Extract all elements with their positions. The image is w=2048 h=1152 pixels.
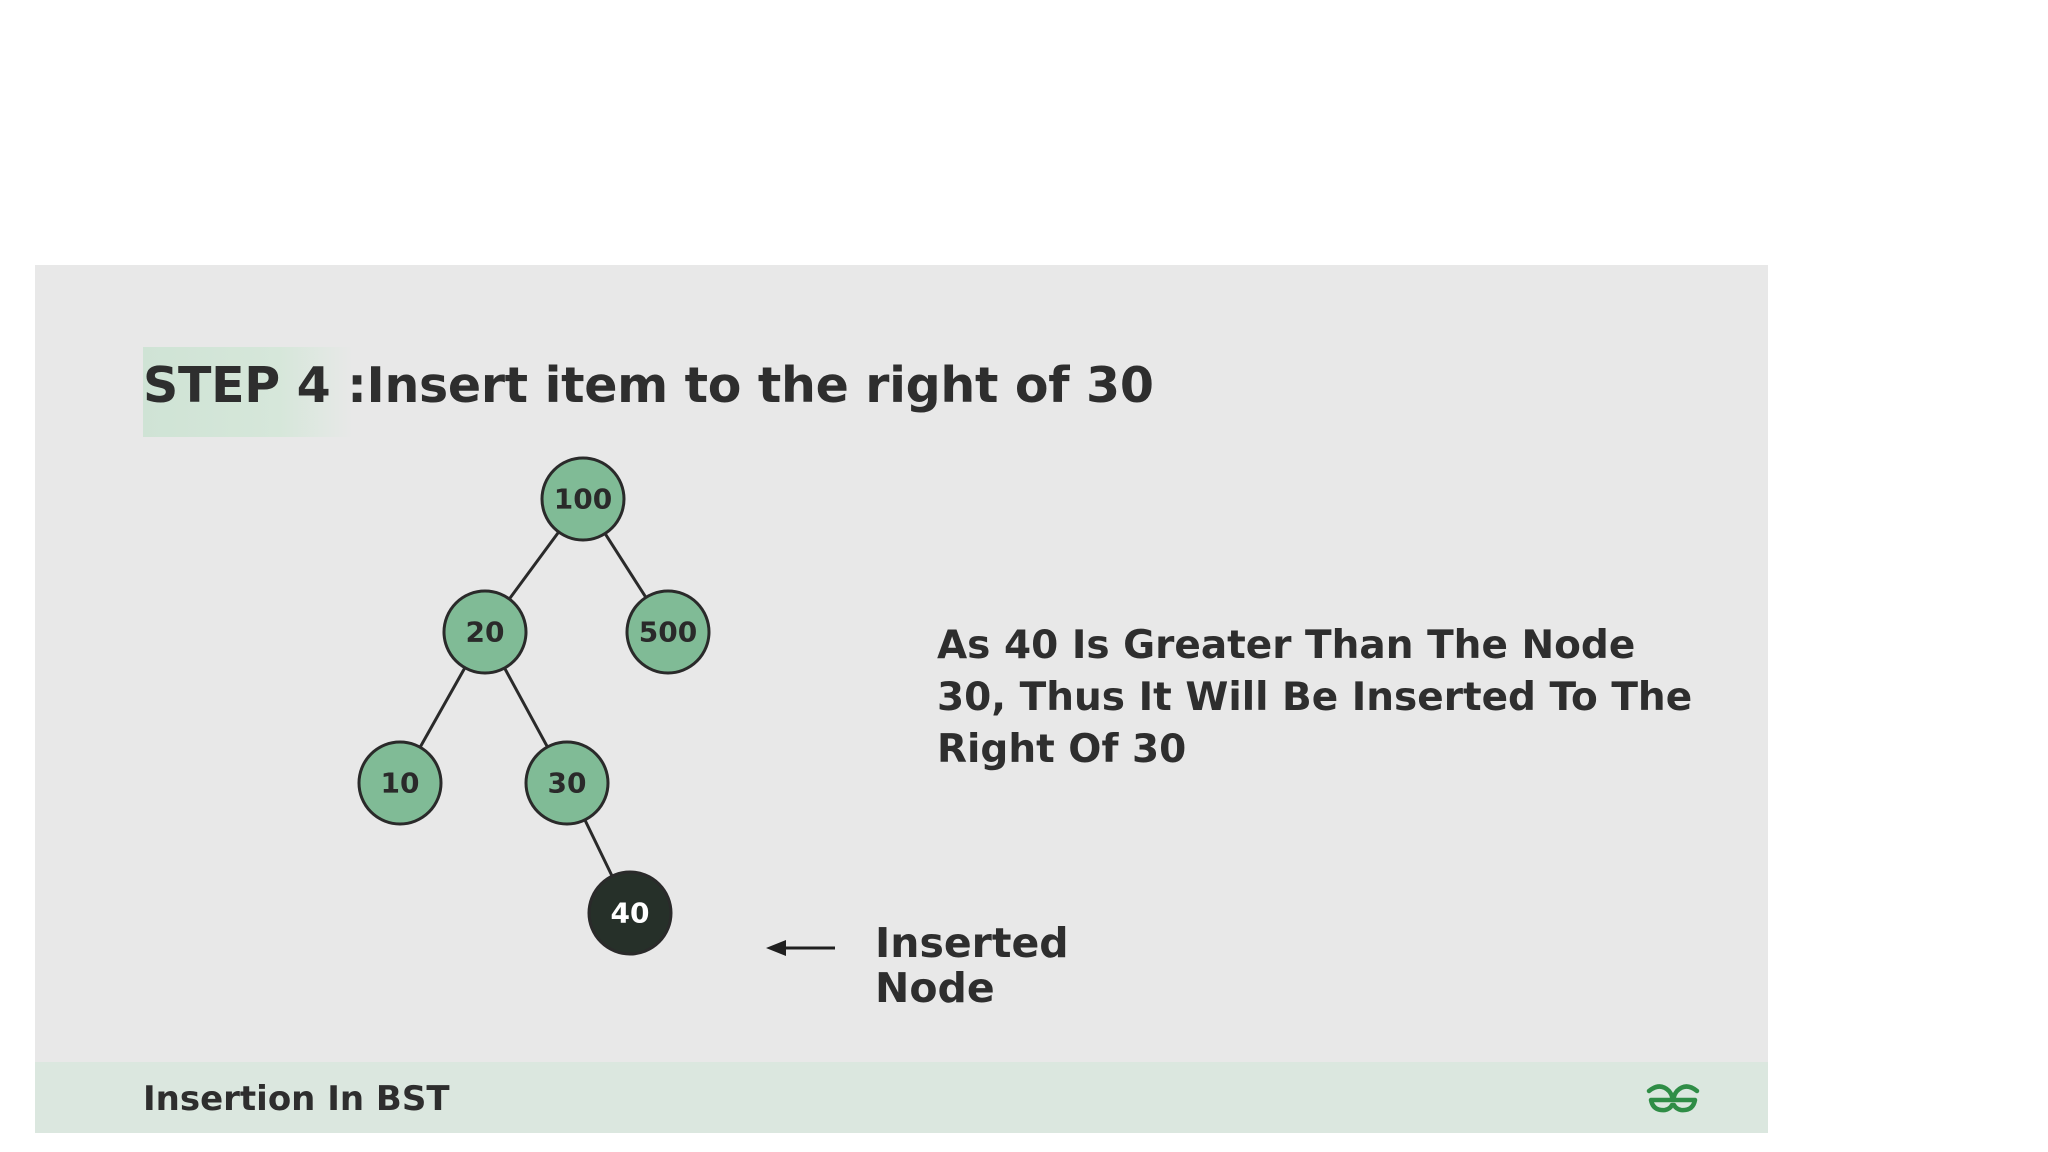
tree-node-circle — [357, 740, 443, 826]
tree-node-circle — [587, 870, 673, 956]
footer-bar: Insertion In BST — [35, 1062, 1768, 1133]
slide: STEP 4 :Insert item to the right of 30 1… — [35, 265, 1768, 1133]
tree-node-circle — [442, 589, 528, 675]
tree-nodes: 100 20 500 10 30 40 — [357, 456, 711, 956]
tree-edge — [418, 666, 467, 749]
tree-node-label: 30 — [548, 767, 587, 800]
footer-title: Insertion In BST — [143, 1079, 450, 1119]
tree-node-label: 40 — [611, 897, 650, 930]
insertion-explanation: As 40 Is Greater Than The Node 30, Thus … — [937, 623, 1693, 772]
tree-node-label: 500 — [639, 616, 697, 649]
tree-node: 500 — [625, 589, 711, 675]
inserted-node-label: Inserted Node — [875, 919, 1069, 1012]
tree-node: 10 — [357, 740, 443, 826]
tree-edges — [418, 531, 648, 877]
tree-node: 100 — [540, 456, 626, 542]
tree-edge — [508, 531, 560, 600]
tree-node: 30 — [524, 740, 610, 826]
inserted-tree-node: 40 — [587, 870, 673, 956]
tree-node-circle — [524, 740, 610, 826]
tree-node-label: 100 — [554, 483, 612, 516]
slide-title: STEP 4 :Insert item to the right of 30 — [143, 357, 1154, 414]
bst-diagram: 100 20 500 10 30 40 — [357, 456, 835, 956]
tree-node-label: 20 — [466, 616, 505, 649]
tree-edge — [503, 667, 549, 748]
title-highlight — [143, 347, 353, 437]
tree-edge — [603, 532, 648, 599]
tree-node-label: 10 — [381, 767, 420, 800]
tree-node-circle — [625, 589, 711, 675]
tree-node: 20 — [442, 589, 528, 675]
tree-edge — [583, 819, 614, 877]
inserted-node-arrow — [766, 940, 835, 956]
geeksforgeeks-logo-icon — [1646, 1084, 1700, 1113]
tree-node-circle — [540, 456, 626, 542]
